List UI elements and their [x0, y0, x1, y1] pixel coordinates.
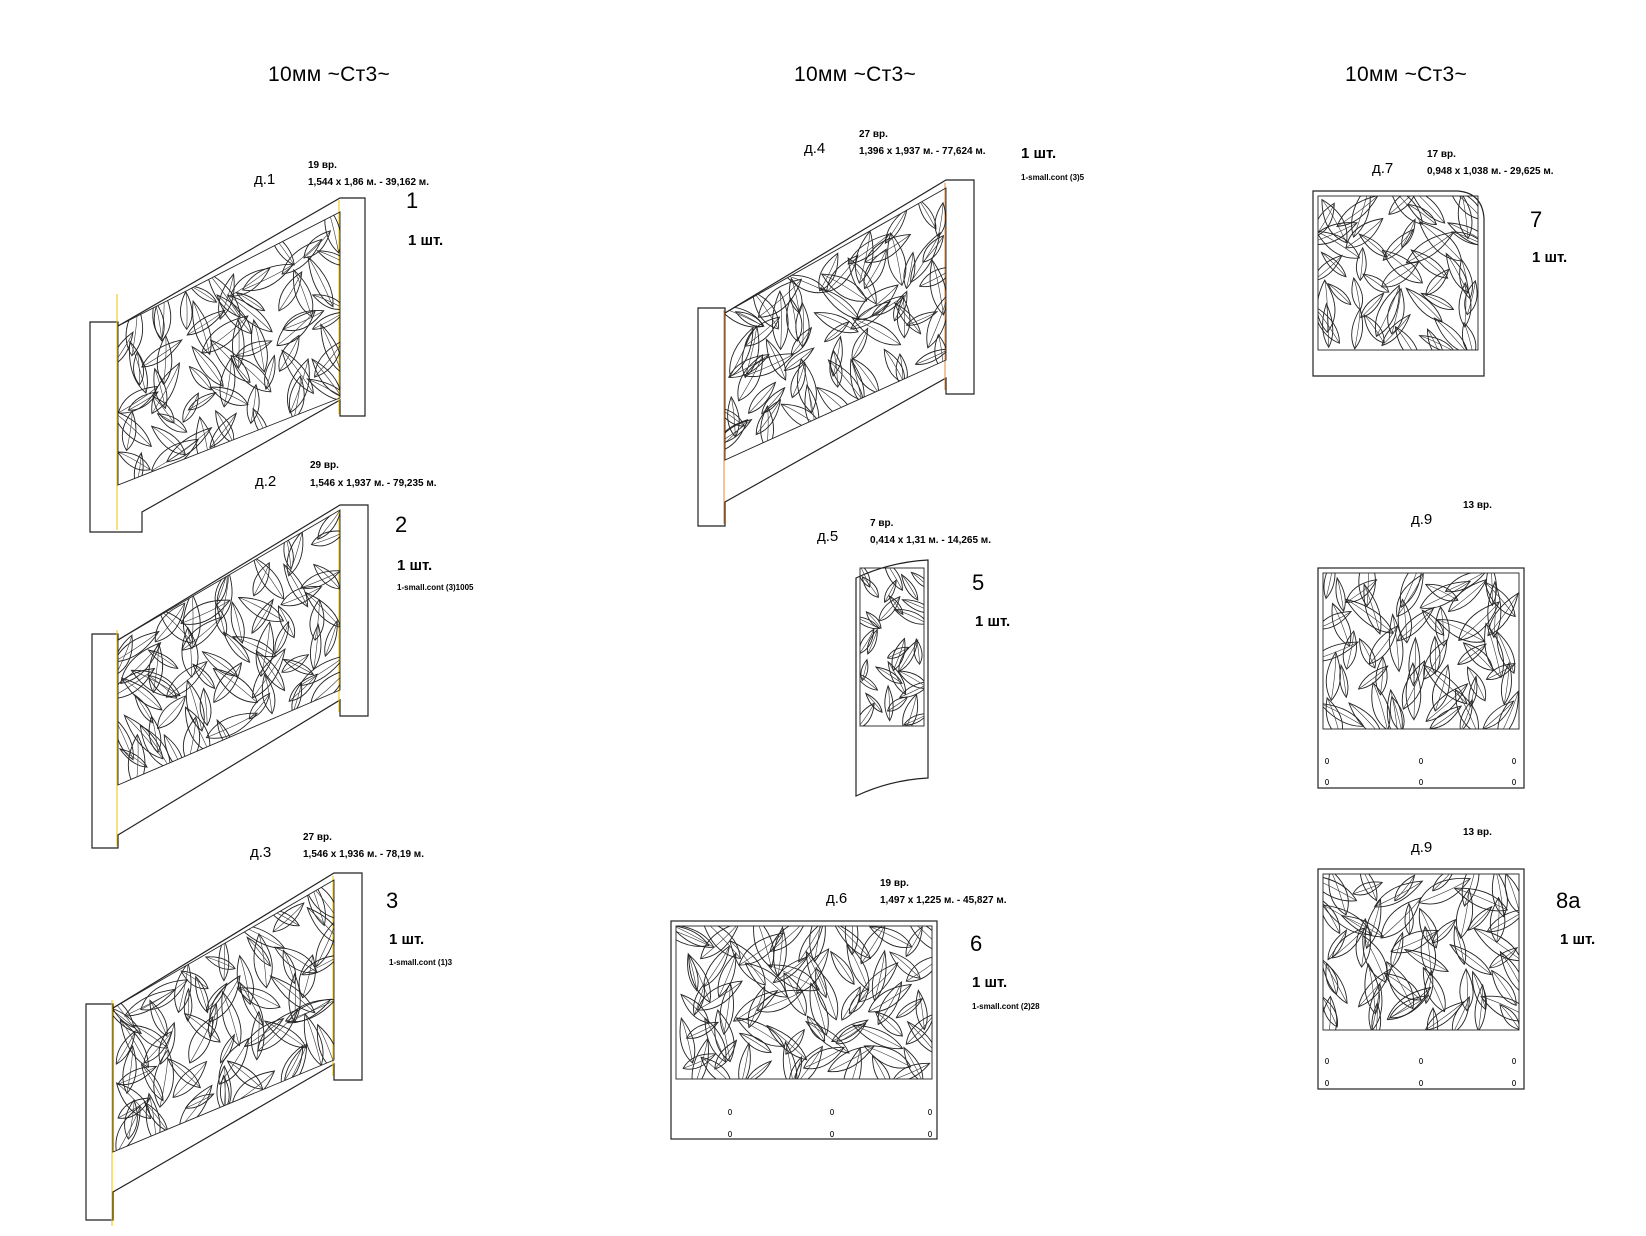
mounting-hole	[829, 1130, 835, 1138]
part-4-qty: 1 шт.	[1021, 145, 1056, 162]
column-header-1: 10мм ~Ст3~	[268, 63, 390, 86]
mounting-hole	[1324, 1079, 1330, 1087]
part-4-file: 1-small.cont (3)5	[1021, 173, 1085, 182]
mounting-hole	[1418, 1057, 1424, 1065]
mounting-hole	[1511, 757, 1517, 765]
part-6-holes	[727, 1108, 933, 1138]
part-4-dims: 1,396 x 1,937 м. - 77,624 м.	[859, 146, 986, 157]
part-7-number: 7	[1530, 207, 1542, 232]
part-7-code: д.7	[1372, 160, 1393, 177]
mounting-hole	[1418, 1079, 1424, 1087]
part-2-code: д.2	[255, 473, 276, 490]
part-6-number: 6	[970, 931, 982, 956]
part-5-labels: д.5 7 вр. 0,414 x 1,31 м. - 14,265 м. 5 …	[817, 518, 1010, 630]
part-6-dims: 1,497 x 1,225 м. - 45,827 м.	[880, 895, 1007, 906]
part-7-dims: 0,948 x 1,038 м. - 29,625 м.	[1427, 166, 1554, 177]
part-6-qty: 1 шт.	[972, 974, 1007, 991]
part-3-qty: 1 шт.	[389, 931, 424, 948]
part-6-panel	[670, 920, 938, 1140]
part-5-count: 7 вр.	[870, 518, 894, 529]
part-1-number: 1	[406, 188, 418, 213]
column-header-2: 10мм ~Ст3~	[794, 63, 916, 86]
part-5-dims: 0,414 x 1,31 м. - 14,265 м.	[870, 535, 991, 546]
part-2-panel	[91, 504, 369, 849]
part-9b-holes	[1324, 1057, 1517, 1087]
part-6-file: 1-small.cont (2)28	[972, 1002, 1040, 1011]
part-9a-holes	[1324, 757, 1517, 786]
part-5-qty: 1 шт.	[975, 613, 1010, 630]
part-9a-leaf-pattern	[1322, 572, 1520, 730]
part-2-labels: д.2 29 вр. 1,546 x 1,937 м. - 79,235 м. …	[255, 460, 474, 592]
part-2-count: 29 вр.	[310, 460, 339, 471]
part-7-panel	[1312, 190, 1485, 377]
mounting-hole	[1324, 1057, 1330, 1065]
part-1-count: 19 вр.	[308, 160, 337, 171]
mounting-hole	[727, 1108, 733, 1116]
mounting-hole	[1418, 778, 1424, 786]
part-4-count: 27 вр.	[859, 129, 888, 140]
part-3-panel	[85, 872, 363, 1226]
mounting-hole	[829, 1108, 835, 1116]
part-9a-code: д.9	[1411, 511, 1432, 528]
mounting-hole	[1511, 1079, 1517, 1087]
part-9a-labels: д.9 13 вр.	[1411, 500, 1492, 528]
mounting-hole	[1324, 778, 1330, 786]
part-6-count: 19 вр.	[880, 878, 909, 889]
part-4-code: д.4	[804, 140, 825, 157]
part-9b-leaf-pattern	[1322, 873, 1520, 1031]
part-9b-count: 13 вр.	[1463, 827, 1492, 838]
mounting-hole	[1511, 778, 1517, 786]
part-9b-code: д.9	[1411, 839, 1432, 856]
column-header-3: 10мм ~Ст3~	[1345, 63, 1467, 86]
part-9a-panel	[1317, 567, 1525, 789]
part-9a-count: 13 вр.	[1463, 500, 1492, 511]
part-1-leaf-pattern	[117, 211, 341, 486]
part-2-file: 1-small.cont (3)1005	[397, 583, 474, 592]
part-3-leaf-pattern	[112, 879, 335, 1153]
part-7-labels: д.7 17 вр. 0,948 x 1,038 м. - 29,625 м. …	[1372, 149, 1567, 266]
part-9b-number: 8a	[1556, 888, 1581, 913]
part-2-number: 2	[395, 512, 407, 537]
part-5-panel	[855, 559, 929, 797]
mounting-hole	[927, 1108, 933, 1116]
part-4-labels: д.4 27 вр. 1,396 x 1,937 м. - 77,624 м. …	[804, 129, 1085, 182]
part-9b-panel	[1317, 868, 1525, 1090]
part-3-code: д.3	[250, 844, 271, 861]
part-4-panel	[697, 179, 975, 527]
part-6-code: д.6	[826, 890, 847, 907]
part-5-leaf-pattern	[859, 567, 925, 727]
part-7-count: 17 вр.	[1427, 149, 1456, 160]
part-1-code: д.1	[254, 171, 275, 188]
part-1-labels: д.1 19 вр. 1,544 x 1,86 м. - 39,162 м. 1…	[254, 160, 443, 249]
part-6-labels: д.6 19 вр. 1,497 x 1,225 м. - 45,827 м. …	[826, 878, 1040, 1011]
part-9b-labels: д.9 13 вр. 8a 1 шт.	[1411, 827, 1595, 948]
part-3-file: 1-small.cont (1)3	[389, 958, 453, 967]
mounting-hole	[1511, 1057, 1517, 1065]
part-2-qty: 1 шт.	[397, 557, 432, 574]
part-7-qty: 1 шт.	[1532, 249, 1567, 266]
part-3-dims: 1,546 x 1,936 м. - 78,19 м.	[303, 849, 424, 860]
part-5-code: д.5	[817, 528, 838, 545]
part-3-labels: д.3 27 вр. 1,546 x 1,936 м. - 78,19 м. 3…	[250, 832, 453, 967]
part-2-leaf-pattern	[117, 509, 341, 786]
part-4-leaf-pattern	[724, 187, 947, 461]
part-5-number: 5	[972, 570, 984, 595]
part-3-count: 27 вр.	[303, 832, 332, 843]
mounting-hole	[1324, 757, 1330, 765]
mounting-hole	[727, 1130, 733, 1138]
mounting-hole	[927, 1130, 933, 1138]
part-1-dims: 1,544 x 1,86 м. - 39,162 м.	[308, 177, 429, 188]
part-9b-qty: 1 шт.	[1560, 931, 1595, 948]
mounting-hole	[1418, 757, 1424, 765]
part-2-dims: 1,546 x 1,937 м. - 79,235 м.	[310, 478, 437, 489]
part-3-number: 3	[386, 888, 398, 913]
part-6-leaf-pattern	[675, 925, 933, 1080]
part-7-leaf-pattern	[1317, 195, 1479, 351]
part-1-qty: 1 шт.	[408, 232, 443, 249]
